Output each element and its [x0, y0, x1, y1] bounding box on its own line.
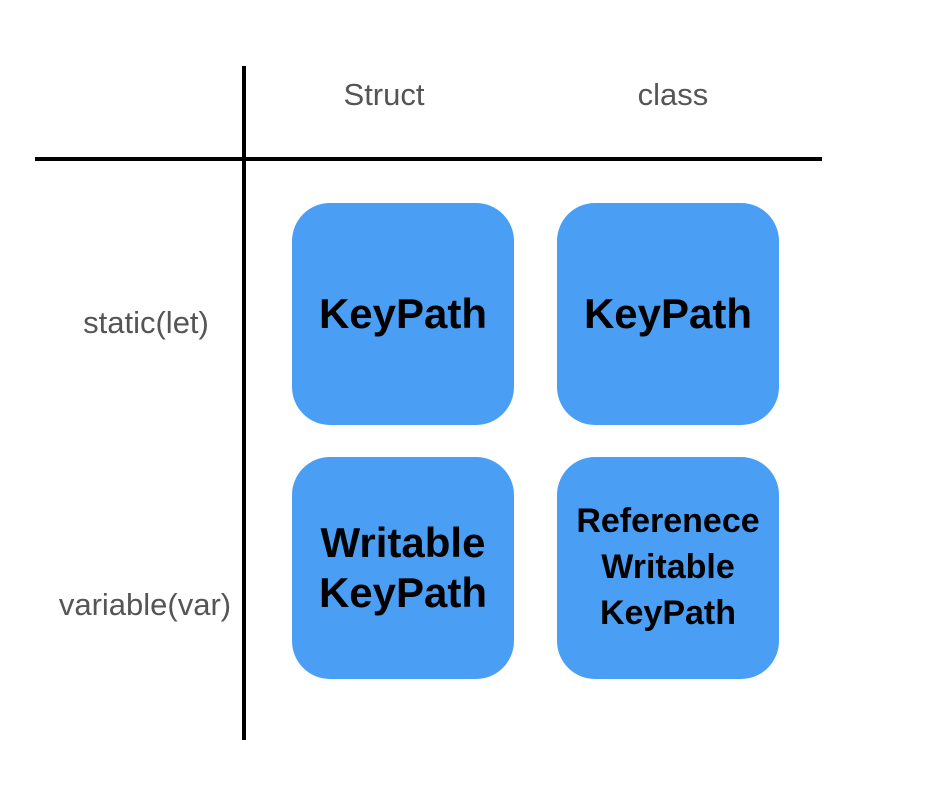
cell-static-class: KeyPath [557, 203, 779, 425]
horizontal-divider [35, 157, 822, 161]
cell-label-line: Writable [601, 548, 735, 587]
cell-variable-class: Referenece Writable KeyPath [557, 457, 779, 679]
cell-label-line: KeyPath [583, 289, 753, 337]
row-header-static: static(let) [83, 305, 209, 340]
cell-label-line: KeyPath [318, 569, 488, 616]
cell-variable-struct: Writable KeyPath [292, 457, 514, 679]
row-header-variable: variable(var) [58, 587, 232, 622]
column-header-class: class [637, 77, 709, 112]
cell-text: Referenece Writable KeyPath [576, 499, 759, 637]
cell-text: KeyPath [319, 289, 487, 339]
cell-label-line: KeyPath [318, 289, 488, 337]
cell-label-line: Referenece [576, 502, 760, 541]
cell-label-line: Writable [320, 518, 486, 566]
column-header-struct: Struct [343, 77, 425, 112]
cell-text: Writable KeyPath [319, 518, 487, 619]
cell-label-line: KeyPath [599, 593, 737, 632]
vertical-divider [242, 66, 246, 740]
cell-static-struct: KeyPath [292, 203, 514, 425]
cell-text: KeyPath [584, 289, 752, 339]
